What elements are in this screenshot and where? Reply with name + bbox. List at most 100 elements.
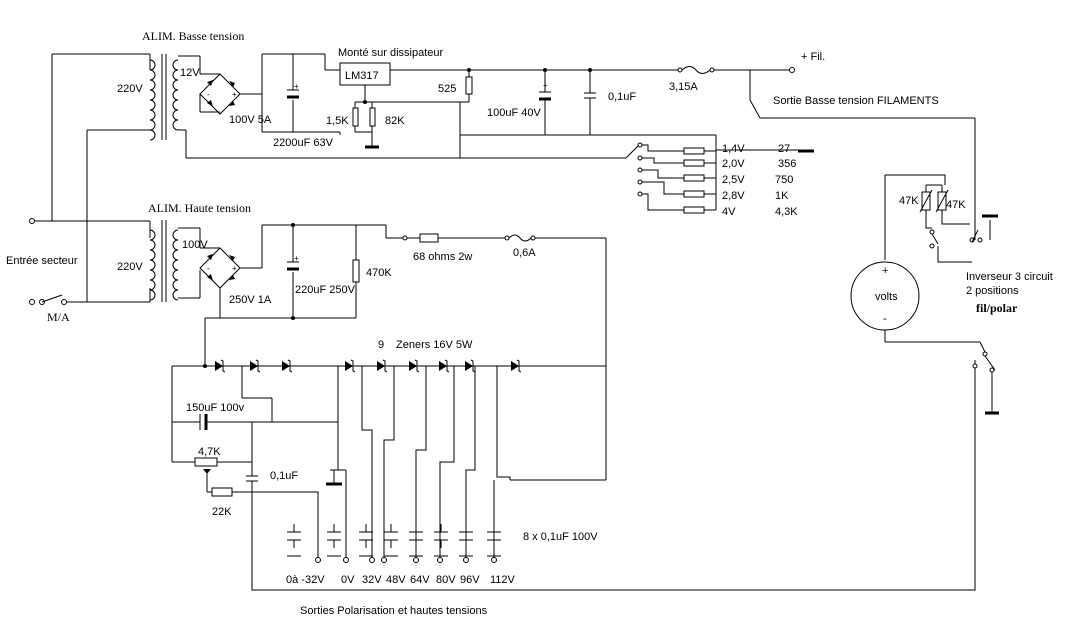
- lv-primary-label: 220V: [117, 83, 143, 95]
- svg-text:+: +: [294, 82, 299, 91]
- pot-right-label: 47K: [946, 199, 966, 211]
- svg-text:-: -: [207, 264, 210, 273]
- series-r-label: 68 ohms 2w: [413, 251, 472, 263]
- output-terminal: [381, 557, 387, 563]
- svg-text:+: +: [232, 90, 237, 99]
- svg-text:-: -: [207, 90, 210, 99]
- r-1k5-label: 1,5K: [326, 115, 349, 127]
- low-voltage-title: ALIM. Basse tension: [142, 29, 244, 43]
- output-terminal: [437, 557, 443, 563]
- lv-filter-cap-label: 2200uF 63V: [273, 137, 334, 149]
- hv-secondary-label: 100V: [182, 239, 208, 251]
- switch-label-2: 2 positions: [966, 285, 1019, 297]
- output-capacitor: [381, 520, 398, 563]
- pot-label: 4,7K: [198, 446, 221, 458]
- zener-diode: [511, 359, 522, 373]
- r-525-label: 525: [438, 83, 456, 95]
- heatsink-note: Monté sur dissipateur: [338, 47, 443, 59]
- zener-diode: [250, 359, 261, 373]
- cap-01-hv-label: 0,1uF: [270, 470, 298, 482]
- output-capacitor: [409, 520, 423, 563]
- high-voltage-transformer: 220V 100V: [117, 220, 208, 302]
- zener-diode: [345, 359, 356, 373]
- output-label: 80V: [436, 574, 456, 586]
- output-terminal: [413, 557, 419, 563]
- zener-chain: [203, 359, 606, 373]
- filament-output-label: Sortie Basse tension FILAMENTS: [773, 95, 939, 107]
- svg-text:+: +: [294, 254, 299, 263]
- tap-resistor: 356: [778, 158, 796, 170]
- lv-fuse-label: 3,15A: [669, 81, 698, 93]
- output-capacitors: [287, 520, 501, 563]
- cap-150-label: 150uF 100v: [186, 402, 245, 414]
- tap-voltage: 2,8V: [722, 190, 745, 202]
- hv-series-resistor-fuse: 68 ohms 2w 0,6A: [402, 233, 607, 480]
- outputs-caption: Sorties Polarisation et hautes tensions: [300, 605, 488, 617]
- output-capacitor: [434, 520, 448, 563]
- zener-diode: [439, 359, 450, 373]
- lv-filter-capacitor: + 2200uF 63V: [273, 82, 334, 149]
- tap-resistor: 27: [778, 143, 790, 155]
- output-terminal: [491, 557, 497, 563]
- output-label: 32V: [362, 574, 382, 586]
- meter-plus: +: [882, 265, 888, 277]
- output-label: 48V: [386, 574, 406, 586]
- hv-bridge-label: 250V 1A: [229, 294, 272, 306]
- zener-taps: [171, 365, 606, 520]
- tap-voltage: 4V: [722, 206, 736, 218]
- cap-01uf-label: 0,1uF: [608, 91, 636, 103]
- tap-voltage: 2,5V: [722, 174, 745, 186]
- output-labels: 0à -32V 0V 32V 48V 64V 80V 96V 112V: [286, 574, 516, 586]
- switch-label-1: Inverseur 3 circuit: [966, 271, 1053, 283]
- output-terminal: [463, 557, 469, 563]
- output-capacitor: [459, 520, 473, 563]
- hv-filter-cap-label: 220uF 250V: [295, 284, 356, 296]
- lv-bridge-label: 100V 5A: [229, 114, 272, 126]
- output-terminal: [343, 557, 349, 563]
- hv-primary-label: 220V: [117, 261, 143, 273]
- hv-bridge-rectifier: - + 250V 1A: [199, 247, 272, 306]
- filament-tap-labels: 1,4V 2,0V 2,5V 2,8V 4V 27 356 750 1K 4,3…: [722, 143, 798, 218]
- tap-voltage: 2,0V: [722, 158, 745, 170]
- zener-diode: [465, 359, 476, 373]
- output-label: 0V: [341, 574, 355, 586]
- lv-fuse: 3,15A + Fil. Sortie Basse tension FILAME…: [669, 51, 939, 107]
- tap-resistor: 1K: [775, 190, 789, 202]
- lv-output-caps: + 100uF 40V 0,1uF: [487, 68, 636, 135]
- zener-diode: [409, 359, 420, 373]
- hv-fuse-label: 0,6A: [513, 247, 536, 259]
- svg-text:+: +: [232, 264, 237, 273]
- bleeder-label: 470K: [366, 267, 392, 279]
- tap-resistor: 750: [775, 174, 793, 186]
- low-voltage-transformer: 220V 12V: [117, 54, 200, 141]
- cap-100uf-label: 100uF 40V: [487, 107, 541, 119]
- mains-input-label: Entrée secteur: [6, 255, 78, 267]
- lm317-regulator: LM317: [325, 62, 680, 102]
- hv-bleeder-resistor: 470K: [352, 259, 392, 283]
- r-82k-label: 82K: [385, 115, 405, 127]
- output-capacitor: [327, 520, 349, 563]
- switch-label-3: fil/polar: [976, 301, 1018, 315]
- output-label: 112V: [490, 574, 516, 586]
- svg-text:+: +: [543, 81, 548, 90]
- zener-diode: [215, 359, 226, 373]
- output-label: 64V: [410, 574, 430, 586]
- output-label: 96V: [460, 574, 480, 586]
- zener-diode: [282, 359, 293, 373]
- power-switch-label: M/A: [47, 310, 70, 324]
- hv-filter-capacitor: + 220uF 250V: [287, 254, 356, 296]
- meter-minus: -: [883, 313, 887, 325]
- meter-label: volts: [875, 291, 898, 303]
- lv-525-resistor: 525: [438, 68, 473, 158]
- low-voltage-bridge-rectifier: - + 100V 5A: [199, 73, 272, 126]
- pot-left-label: 47K: [899, 195, 919, 207]
- filament-selector: [460, 135, 717, 214]
- lv-secondary-label: 12V: [180, 67, 200, 79]
- caps-note: 8 x 0,1uF 100V: [523, 531, 598, 543]
- r-22k-label: 22K: [212, 506, 232, 518]
- low-voltage-wiring: [178, 53, 460, 159]
- zener-label: Zeners 16V 5W: [396, 339, 473, 351]
- output-terminal: [315, 557, 321, 563]
- output-capacitor: [487, 520, 501, 563]
